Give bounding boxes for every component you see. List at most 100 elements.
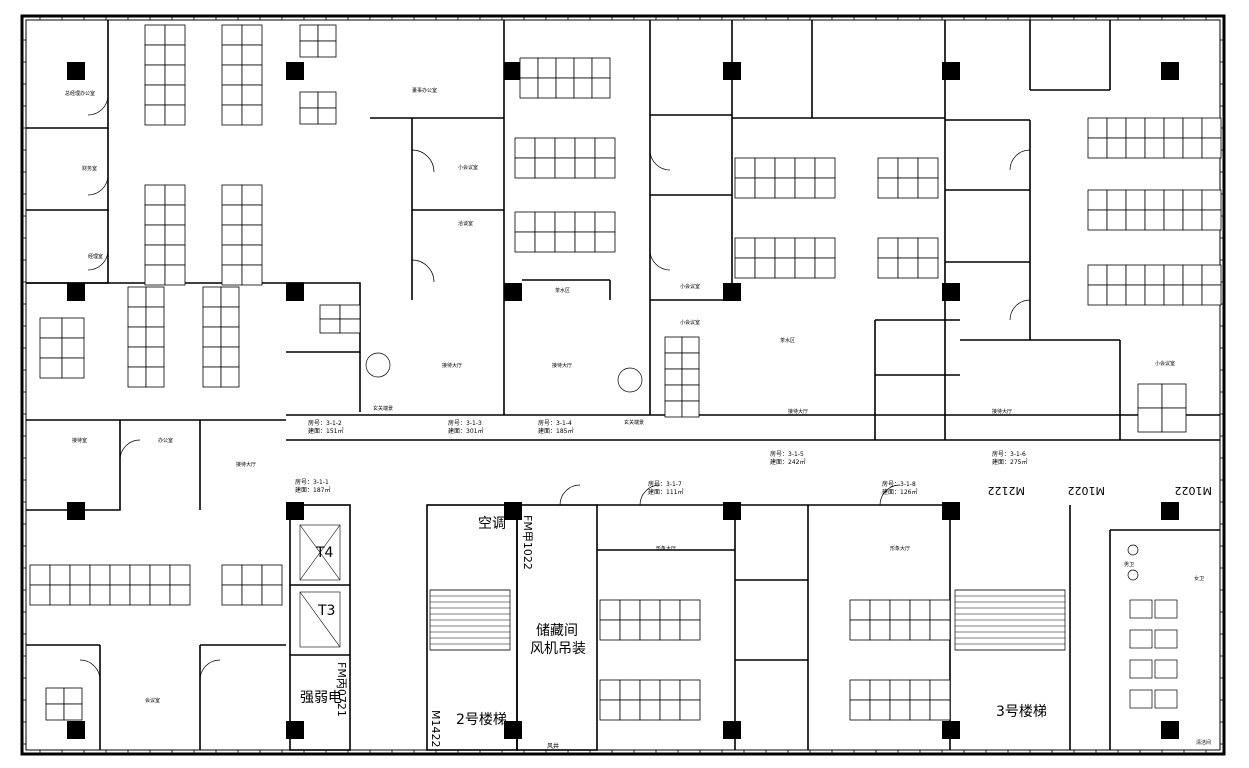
door-fm0721-label: FM丙0721 (335, 662, 348, 717)
desk (202, 286, 222, 308)
desk (241, 64, 263, 86)
desk (664, 336, 683, 354)
desk (202, 326, 222, 348)
desk (849, 679, 871, 701)
desk (917, 157, 939, 179)
desk (319, 318, 341, 334)
meeting-label: 小会议室 (458, 164, 478, 171)
desk (221, 104, 243, 126)
desk (221, 244, 243, 266)
desk (679, 679, 701, 701)
desk (317, 107, 337, 125)
desk (69, 584, 91, 606)
desk (221, 204, 243, 226)
desk (127, 286, 147, 308)
desk (1161, 407, 1187, 433)
lobby4-label: 接待大厅 (788, 408, 808, 415)
desk (554, 157, 576, 179)
desk (1125, 209, 1146, 231)
desk (619, 619, 641, 641)
desk (339, 304, 361, 320)
desk (681, 352, 700, 370)
desk (754, 237, 776, 259)
desk (220, 286, 240, 308)
desk (61, 357, 85, 379)
desk (1125, 264, 1146, 286)
desk (917, 257, 939, 279)
desk (1087, 189, 1108, 211)
desk (681, 384, 700, 402)
desk (679, 699, 701, 721)
desk (1161, 383, 1187, 409)
xingxiang-label: 形象大厅 (656, 545, 676, 552)
stair3-label: 3号楼梯 (996, 704, 1047, 720)
desk (869, 699, 891, 721)
desk (1163, 209, 1184, 231)
desk (144, 64, 166, 86)
desk (221, 584, 243, 606)
desk (317, 91, 337, 109)
desk (917, 237, 939, 259)
desk (897, 157, 919, 179)
desk (1182, 284, 1203, 306)
desk (849, 699, 871, 721)
desk (1137, 407, 1163, 433)
desk (1163, 137, 1184, 159)
desk (1201, 264, 1222, 286)
desk (664, 352, 683, 370)
desk (555, 57, 575, 79)
desk (221, 184, 243, 206)
desk (534, 137, 556, 159)
desk (149, 584, 171, 606)
desk (1125, 189, 1146, 211)
desk (202, 366, 222, 388)
desk (877, 237, 899, 259)
room-316-no: 房号：3-1-6 (992, 450, 1026, 458)
desk (1106, 264, 1127, 286)
desk (221, 44, 243, 66)
room-314-area: 建面：185㎡ (538, 427, 573, 435)
desk (514, 137, 536, 159)
lobby3-label: 接待大厅 (552, 362, 572, 369)
room-318-no: 房号：3-1-8 (882, 480, 916, 488)
desk (169, 584, 191, 606)
desk (1144, 189, 1165, 211)
desk (1201, 209, 1222, 231)
room-313-area: 建面：301㎡ (448, 427, 483, 435)
desk (599, 599, 621, 621)
stair-3-treads (955, 589, 1065, 651)
desk (639, 679, 661, 701)
desk (202, 346, 222, 368)
desk (599, 679, 621, 701)
desk (299, 40, 319, 58)
xuanguan-label: 玄关端景 (373, 405, 393, 412)
desk (145, 346, 165, 368)
desk (299, 107, 319, 125)
desk (164, 64, 186, 86)
desk (241, 24, 263, 46)
desk (1201, 137, 1222, 159)
desk (774, 157, 796, 179)
desk (514, 157, 536, 179)
desk (909, 699, 931, 721)
desk (555, 77, 575, 99)
desk (929, 619, 951, 641)
desk (1087, 117, 1108, 139)
desk (659, 679, 681, 701)
desk (849, 599, 871, 621)
desk (814, 157, 836, 179)
desk (679, 599, 701, 621)
desk (897, 257, 919, 279)
desk (554, 137, 576, 159)
desk (241, 244, 263, 266)
desk (89, 584, 111, 606)
room-317-area: 建面：111㎡ (648, 488, 683, 496)
room-313-no: 房号：3-1-3 (448, 419, 482, 427)
fengjing-label: 风井 (547, 742, 559, 750)
desk (1125, 137, 1146, 159)
desk (221, 64, 243, 86)
desk (144, 184, 166, 206)
desk (639, 599, 661, 621)
desk (109, 584, 131, 606)
desk (144, 84, 166, 106)
